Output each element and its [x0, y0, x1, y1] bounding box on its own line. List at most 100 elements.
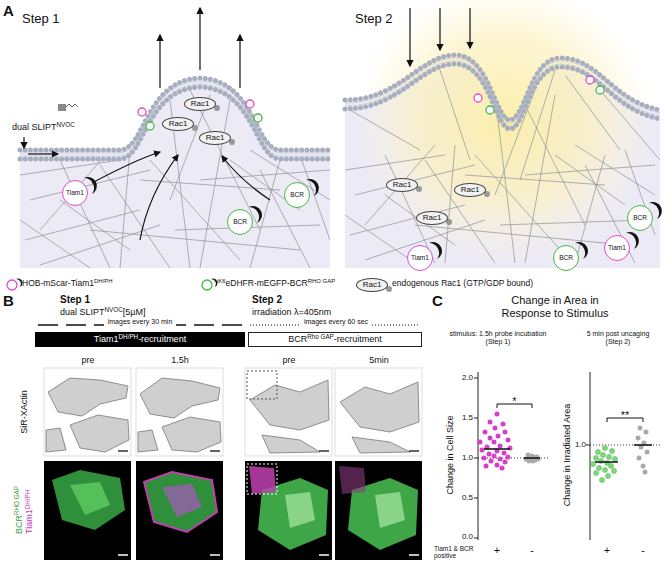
node-text: Rac1: [461, 186, 480, 195]
text-run: HOB-mScar-Tiam1DH/PH: [22, 279, 112, 289]
superscript: RHO GAP: [308, 278, 335, 285]
bcr-probe: BCR: [553, 245, 579, 271]
node-text: -recruitment: [138, 335, 186, 345]
axis-title: Change in Irradiated Area: [562, 404, 572, 507]
node-text: Rac1: [363, 281, 382, 290]
superscript: iK6: [217, 278, 226, 285]
rac1-oval: Rac1: [356, 278, 389, 293]
node-text: Tiam1: [608, 244, 626, 251]
node-text: BCR: [233, 218, 247, 225]
node-text: Tiam1: [411, 254, 429, 261]
chart-subtitle: 5 min post uncaging (Step 2): [581, 330, 655, 346]
channel-labels: BCRRHO GAPTiam1DH/PH: [14, 486, 35, 534]
step-title: Step 2: [355, 12, 393, 27]
bcr-probe: BCR: [284, 182, 310, 208]
group-label: Tiam1 & BCR positive: [434, 545, 482, 560]
superscript: NVOC: [105, 306, 123, 313]
superscript: NVOC: [57, 121, 75, 128]
group-sign: +: [604, 544, 610, 557]
panel-letter: B: [3, 292, 14, 309]
text-row: Tiam1DH/PH-recruitment: [94, 335, 186, 345]
text-row: Rac1: [206, 134, 225, 143]
superscript: DH/PH: [23, 490, 30, 510]
node-text: Rac1: [169, 120, 188, 129]
text-row: BCR: [559, 254, 573, 261]
step-title: Step 1: [22, 12, 60, 27]
text-row: Rac1: [423, 214, 442, 223]
legend-text: endogenous Rac1 (GTP/GDP bound): [392, 279, 533, 289]
step-title: Step 1: [60, 294, 90, 306]
node-text: Rac1: [423, 214, 442, 223]
tick-label: 1.0: [462, 453, 473, 462]
node-text: BCR: [633, 214, 647, 221]
panel-letter: A: [3, 2, 14, 19]
node-text: BCR: [288, 335, 307, 345]
column-label: pre: [282, 355, 295, 365]
text-row: BCR: [633, 214, 647, 221]
text-row: Rac1: [461, 186, 480, 195]
text-run: BCRRHO GAP: [14, 486, 24, 534]
text-part: Tiam1: [24, 509, 34, 534]
text-row: BCRRho GAP-recruitment: [288, 335, 382, 345]
tick-label: 0.0: [462, 532, 473, 541]
axis-title: Change in Cell Size: [445, 415, 455, 494]
group-sign: +: [494, 544, 500, 557]
text-row: Rac1: [191, 100, 210, 109]
step-title: Step 2: [252, 294, 282, 306]
interval-label: images every 60 sec: [304, 318, 368, 326]
text-run: dual SLIPTNVOC: [12, 122, 75, 132]
chart-subtitle: stimulus: 1.5h probe incubation (Step 1): [442, 330, 554, 346]
superscript: RHO GAP: [13, 486, 20, 515]
node-text: Rac1: [206, 134, 225, 143]
significance-mark: *: [512, 395, 516, 408]
tick-label: 1.5: [462, 413, 473, 422]
tick-label: 1.0: [575, 440, 586, 449]
column-label: 1.5h: [171, 355, 189, 365]
text-part: dual SLIPT: [60, 307, 105, 317]
node-text: Tiam1: [94, 335, 119, 345]
text-row: Rac1: [363, 281, 382, 290]
text-run: dual SLIPTNVOC[5µM]: [60, 307, 145, 317]
node-text: Rac1: [393, 181, 412, 190]
node-text: BCR: [559, 254, 573, 261]
node-text: BCR: [290, 191, 304, 198]
text-row: BCR: [233, 218, 247, 225]
text-row: Rac1: [393, 181, 412, 190]
text-row: Tiam1: [66, 189, 84, 196]
phase-bar: BCRRho GAP-recruitment: [248, 332, 422, 347]
superscript: DH/PH: [94, 278, 112, 285]
legend-text: HOB-mScar-Tiam1: [22, 279, 94, 289]
interval-label: images every 30 min: [108, 318, 173, 326]
text-row: Tiam1: [411, 254, 429, 261]
text-part: dual SLIPT: [12, 122, 57, 132]
panel-letter: C: [432, 292, 443, 309]
text-run: iK6eDHFR-mEGFP-BCRRHO GAP: [217, 279, 335, 289]
text-part: BCR: [14, 515, 24, 534]
column-label: pre: [81, 355, 94, 365]
tick-label: 2.0: [462, 373, 473, 382]
text-row: Tiam1: [608, 244, 626, 251]
tiam1-probe: Tiam1: [62, 180, 88, 206]
node-text: DH/PH: [119, 334, 139, 341]
node-text: Rac1: [191, 100, 210, 109]
text-run: Tiam1DH/PH: [24, 486, 34, 534]
row-label: SiR-XActin: [19, 390, 29, 434]
node-text: Rho GAP: [307, 334, 334, 341]
group-sign: -: [530, 544, 534, 557]
legend-text: eDHFR-mEGFP-BCR: [226, 279, 308, 289]
text-part: [5µM]: [123, 307, 146, 317]
phase-bar: Tiam1DH/PH-recruitment: [35, 332, 245, 347]
condition-label: irradiation λ=405nm: [252, 307, 331, 317]
node-text: Tiam1: [66, 189, 84, 196]
column-label: 5min: [369, 355, 389, 365]
text-row: Rac1: [169, 120, 188, 129]
tiam1-probe: Tiam1: [407, 245, 433, 271]
text-row: BCR: [290, 191, 304, 198]
tick-label: 0.5: [462, 493, 473, 502]
node-text: -recruitment: [334, 335, 382, 345]
tiam1-probe: Tiam1: [604, 235, 630, 261]
bcr-probe: BCR: [227, 209, 253, 235]
chart-title: Change in Area in Response to Stimulus: [493, 294, 618, 319]
group-sign: -: [641, 544, 645, 557]
significance-mark: **: [621, 409, 630, 422]
